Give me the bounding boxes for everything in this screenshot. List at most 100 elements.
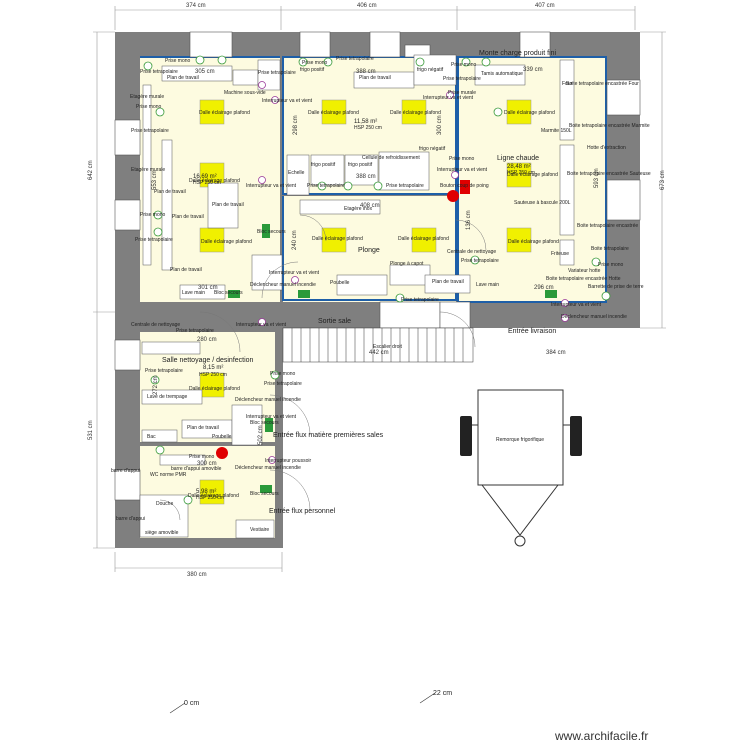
socket-icon: [415, 57, 425, 67]
label-boite: Boite tetrapolaire encastrée Marmite: [569, 123, 650, 129]
label-sous-vide: Machine sous-vide: [224, 90, 266, 96]
exit-sign-icon: [262, 224, 270, 238]
switch-icon: [258, 176, 266, 184]
label-socket: Prise tetrapolaire: [258, 70, 296, 76]
socket-icon: [601, 291, 611, 301]
label-bloc: Bloc secours: [214, 290, 243, 296]
label-interrupteur: Interrupteur va et vient: [262, 98, 313, 104]
label-boite: Boite tetrapolaire encastrée Four: [566, 81, 639, 87]
label-declencheur: Déclencheur manuel incendie: [235, 465, 301, 471]
label-light: Dalle éclairage plafond: [508, 239, 559, 245]
label-trempage: Lave de trempage: [147, 394, 188, 400]
label-socket: Prise murale: [448, 90, 476, 96]
label-socket: Prise mono: [598, 262, 624, 268]
exit-sign-icon: [228, 290, 240, 298]
label-vestiaire: Vestiaire: [250, 527, 269, 533]
label-socket: Prise tetrapolaire: [307, 183, 345, 189]
label-worktop: Plan de travail: [212, 202, 244, 208]
label-interrupteur: Interrupteur va et vient: [269, 270, 320, 276]
dim-inner: 280 cm: [197, 337, 217, 343]
scale-label-b: 22 cm: [433, 690, 452, 697]
room-area: 11,58 m²: [354, 119, 377, 125]
socket-icon: [298, 57, 308, 67]
switch-icon: [291, 276, 299, 284]
socket-icon: [395, 293, 405, 303]
label-frigo: frigo positif: [300, 67, 325, 73]
exit-sign-icon: [260, 485, 272, 493]
light-panel: [321, 99, 347, 125]
label-light: Dalle éclairage plafond: [398, 236, 449, 242]
label-barre-amovible: barre d'appui amovible: [171, 466, 222, 472]
light-panel: [506, 227, 532, 253]
label-socket: Prise tetrapolaire: [443, 76, 481, 82]
watermark: www.archifacile.fr: [554, 729, 648, 743]
label-socket: Prise tetrapolaire: [336, 56, 374, 62]
socket-icon: [150, 375, 160, 385]
furniture: [139, 54, 575, 539]
label-hotte: Hotte d'extraction: [587, 145, 626, 151]
dim-inner: 339 cm: [523, 67, 543, 73]
label-bloc: Bloc secours: [250, 420, 279, 426]
dim-bottom: 380 cm: [187, 572, 207, 578]
label-socket: Prise tetrapolaire: [145, 368, 183, 374]
switch-icon: [268, 456, 276, 464]
label-light: Dalle éclairage plafond: [199, 110, 250, 116]
switches: [258, 81, 569, 464]
dimension-lines: [93, 6, 666, 572]
label-interrupteur: Interrupteur va et vient: [246, 414, 297, 420]
label-sauteuse: Sauteuse à bascule 200L: [514, 200, 571, 206]
label-shelf: Etagère murale: [131, 167, 165, 173]
label-frigo: frigo positif: [311, 162, 336, 168]
label-light: Dalle éclairage plafond: [189, 386, 240, 392]
light-panel: [199, 479, 225, 505]
label-light: Dalle éclairage plafond: [507, 172, 558, 178]
socket-icon: [155, 107, 165, 117]
label-shelf: Etagère murale: [130, 94, 164, 100]
staircase: [282, 327, 474, 363]
room-name: Ligne chaude: [497, 155, 539, 162]
label-frigo: frigo positif: [348, 162, 373, 168]
dim-top-left: 374 cm: [186, 3, 206, 9]
dim-inner: 553 cm: [152, 170, 158, 190]
switch-icon: [561, 314, 569, 322]
label-light: Dalle éclairage plafond: [189, 178, 240, 184]
socket-icon: [195, 55, 205, 65]
scale-markers: [169, 692, 436, 714]
label-socket: Prise mono: [136, 104, 162, 110]
dim-left-lower: 531 cm: [88, 420, 94, 440]
label-worktop: Plan de travail: [172, 214, 204, 220]
label-worktop: Plan de travail: [170, 267, 202, 273]
socket-icon: [323, 57, 333, 67]
label-entree-livraison: Entrée livraison: [508, 328, 556, 335]
label-sortie-sale: Sortie sale: [318, 318, 351, 325]
dim-inner: 502 cm: [258, 425, 264, 445]
label-socket: Prise mono: [165, 58, 191, 64]
label-poubelle: Poubelle: [330, 280, 350, 286]
room-hsp: HSP 250 cm: [507, 170, 535, 176]
label-friteuse: Friteuse: [551, 251, 569, 257]
room-hsp: HSP 250 cm: [199, 372, 227, 378]
dim-inner: 296 cm: [534, 285, 554, 291]
room-area: 8,15 m²: [203, 365, 223, 371]
emergency-lights: [228, 224, 557, 493]
scale-label-a: 0 cm: [184, 700, 199, 707]
room-area: 5,98 m²: [196, 489, 216, 495]
label-interrupteur: Interrupteur va et vient: [236, 322, 287, 328]
label-worktop: Plan de travail: [167, 75, 199, 81]
fire-extinguisher-icon: [447, 190, 459, 202]
dim-right-upper: 673 cm: [660, 170, 666, 190]
label-variateur: Variateur hotte: [568, 268, 601, 274]
room-area: 16,69 m²: [193, 174, 217, 180]
dim-inner: 388 cm: [356, 174, 376, 180]
label-barrette: Barrette de prise de terre: [588, 284, 644, 290]
label-tamis: Tamis automatique: [481, 71, 523, 77]
label-siege: siège amovible: [145, 530, 179, 536]
label-remorque: Remorque frigorifique: [496, 437, 544, 443]
label-poussoir: Interrupteur poussoir: [265, 458, 311, 464]
dim-inner: 136 cm: [466, 210, 472, 230]
socket-icon: [373, 181, 383, 191]
socket-icon: [183, 495, 193, 505]
socket-icon: [591, 257, 601, 267]
